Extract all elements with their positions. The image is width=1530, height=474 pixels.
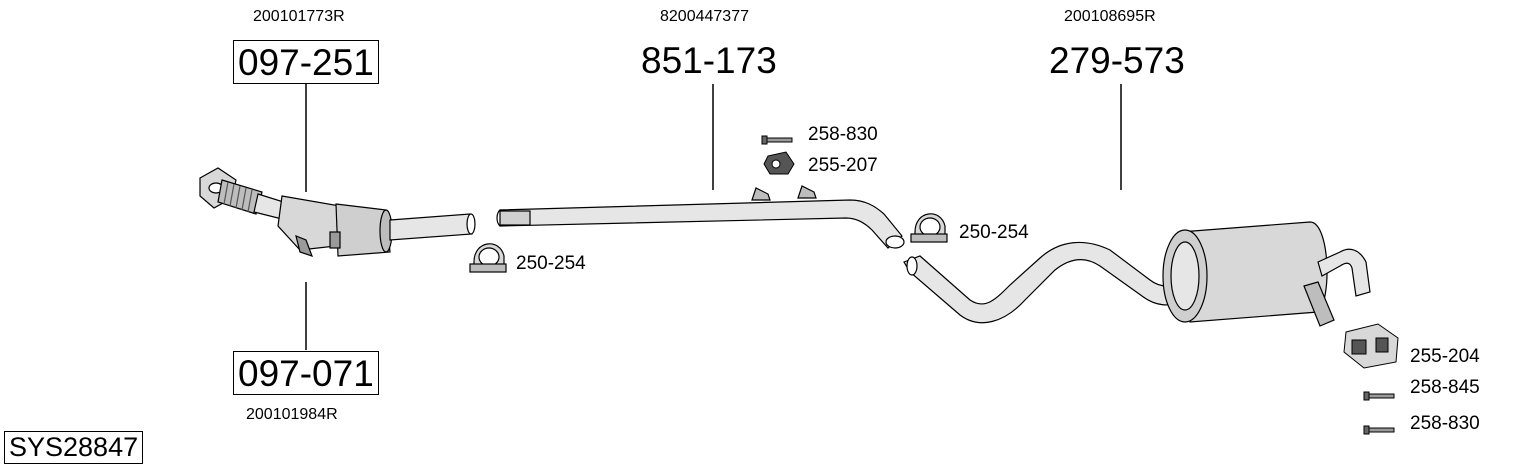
oem-cat-lower: 200101984R bbox=[246, 406, 338, 423]
part-number-cat-upper[interactable]: 097-251 bbox=[233, 40, 379, 84]
accessory-clamp-left[interactable]: 250-254 bbox=[516, 253, 586, 274]
part-number-middle-pipe[interactable]: 851-173 bbox=[641, 40, 777, 81]
oem-rear-silencer: 200108695R bbox=[1064, 8, 1156, 25]
accessory-rubber-top[interactable]: 255-207 bbox=[808, 155, 878, 176]
clamp-left-drawing bbox=[469, 243, 507, 273]
rubber-top-drawing bbox=[763, 151, 795, 175]
accessory-rubber-rear[interactable]: 255-204 bbox=[1410, 346, 1480, 367]
oem-middle-pipe: 8200447377 bbox=[660, 8, 749, 25]
accessory-bolt-rear-2[interactable]: 258-830 bbox=[1410, 413, 1480, 434]
accessory-clamp-right[interactable]: 250-254 bbox=[959, 222, 1029, 243]
rubber-rear-drawing bbox=[1343, 323, 1399, 369]
catalytic-converter-drawing bbox=[199, 167, 476, 257]
middle-pipe-drawing bbox=[496, 185, 905, 249]
bolt-rear-1-drawing bbox=[1363, 391, 1395, 401]
system-id: SYS28847 bbox=[4, 431, 144, 464]
accessory-bolt-rear-1[interactable]: 258-845 bbox=[1410, 377, 1480, 398]
oem-cat-upper: 200101773R bbox=[253, 8, 345, 25]
clamp-right-drawing bbox=[910, 213, 948, 243]
part-number-rear-silencer[interactable]: 279-573 bbox=[1049, 40, 1185, 81]
bolt-top-drawing bbox=[761, 135, 793, 145]
rear-silencer-drawing bbox=[903, 221, 1371, 327]
bolt-rear-2-drawing bbox=[1363, 425, 1395, 435]
accessory-bolt-top[interactable]: 258-830 bbox=[808, 124, 878, 145]
part-number-cat-lower[interactable]: 097-071 bbox=[233, 351, 379, 395]
